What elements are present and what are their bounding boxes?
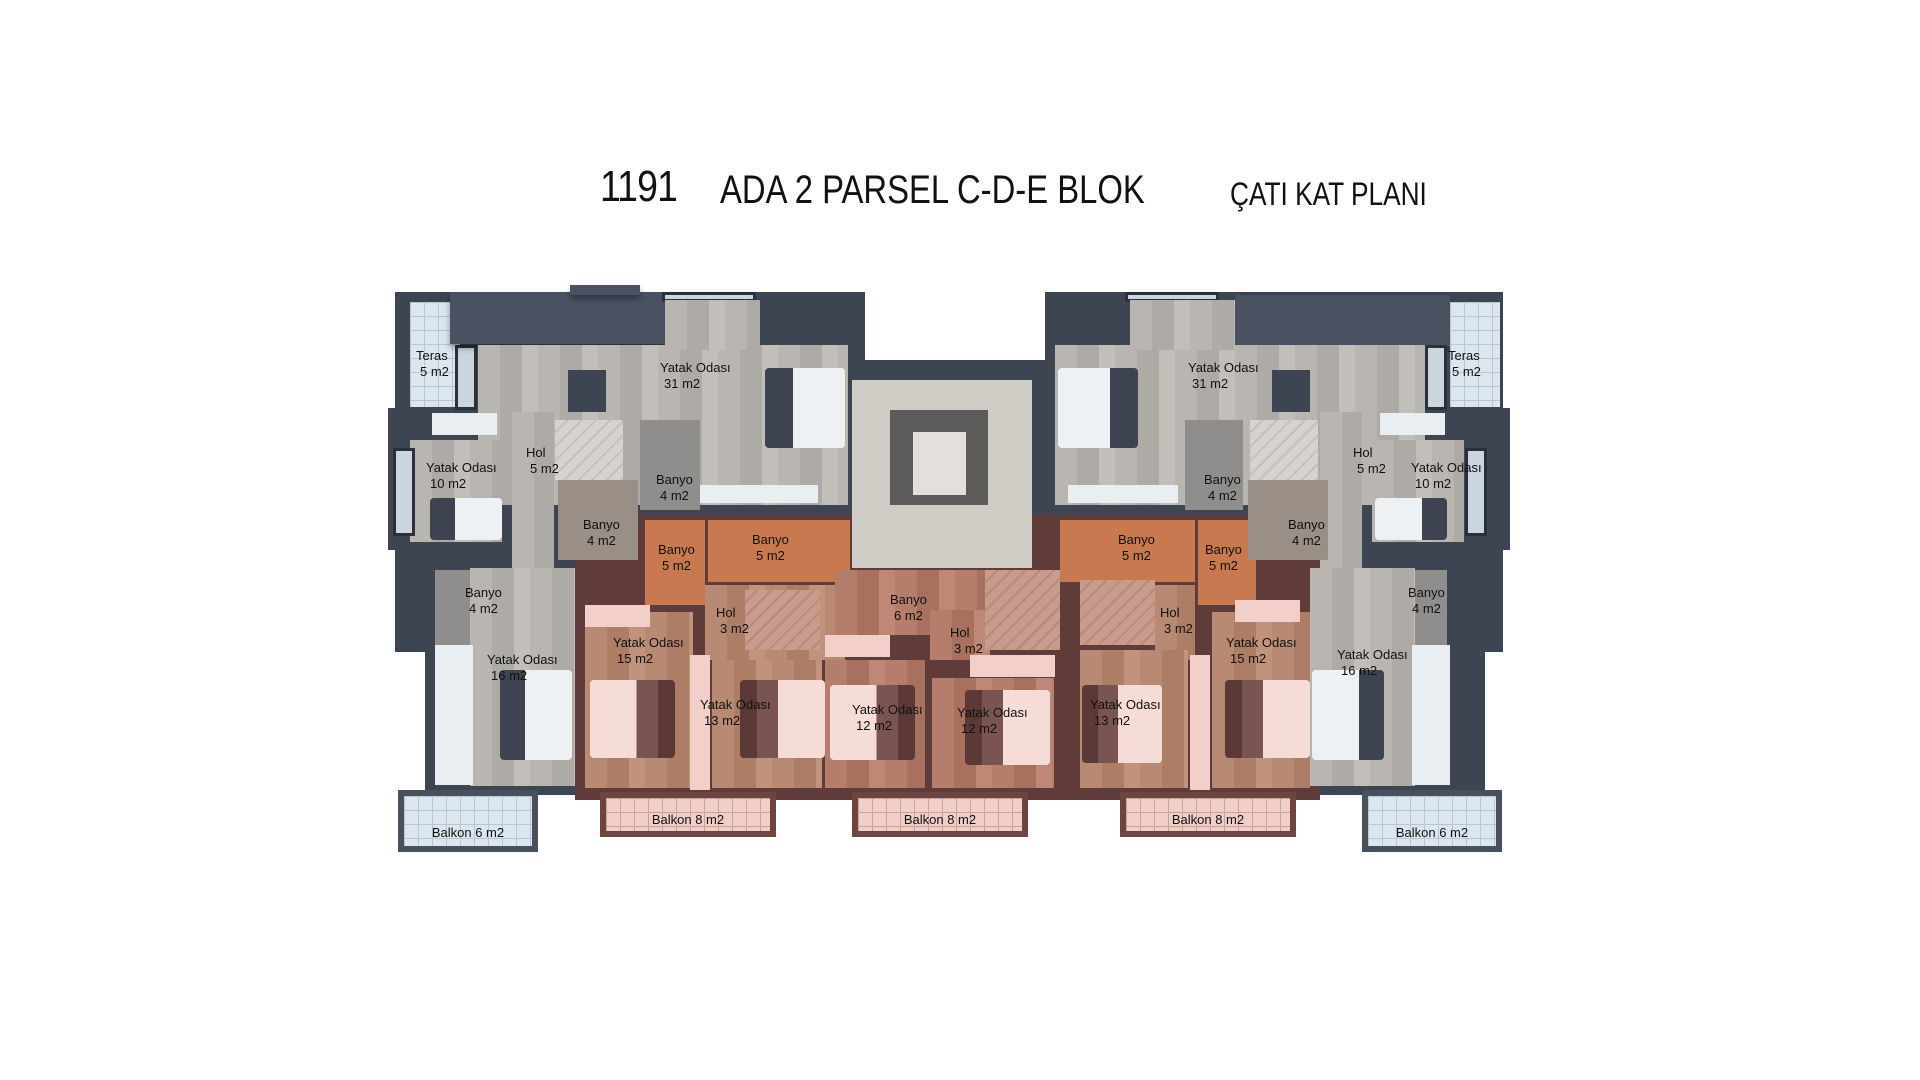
lm-bed15-bed <box>590 680 675 758</box>
lm-banyo-a-floor <box>645 520 705 605</box>
left-bed16-bed <box>500 670 572 760</box>
lm-bed13-bed <box>740 680 825 758</box>
right-roof-block <box>1235 295 1450 347</box>
rm-bed15-bed <box>1225 680 1310 758</box>
left-balkon-6 <box>398 790 538 852</box>
c-wardrobe-a <box>825 635 890 657</box>
left-teras-window <box>455 345 477 410</box>
right-bed10-window <box>1465 448 1487 536</box>
c-wardrobe-b <box>970 655 1055 677</box>
lm-bed15-wardrobe <box>585 605 650 627</box>
left-roof-block-upper <box>570 285 640 295</box>
title-subtitle: ÇATI KAT PLANI <box>1230 176 1427 212</box>
left-master-floor-top <box>665 300 760 350</box>
balcony-label-c-8: Balkon 8 m2 <box>903 812 977 827</box>
c-bed12b-bed <box>965 690 1050 765</box>
right-master-wardrobe <box>1068 485 1178 503</box>
right-stairs <box>1250 420 1318 480</box>
rm-bed13-bed <box>1082 685 1162 763</box>
right-master-bed <box>1058 368 1138 448</box>
c-bed12a-bed <box>830 685 915 760</box>
left-shaft <box>568 370 606 412</box>
left-bed16-wardrobe <box>435 645 473 785</box>
right-bed10-wardrobe <box>1380 413 1445 435</box>
lm-stairs <box>745 590 820 650</box>
lm-balkon-8 <box>600 792 776 837</box>
right-bed16-bed <box>1312 670 1384 760</box>
rm-bed15-wardrobe <box>1235 600 1300 622</box>
right-bed16-wardrobe <box>1412 645 1450 785</box>
left-bed10-window <box>393 448 415 536</box>
rm-balkon-8 <box>1120 792 1296 837</box>
right-teras-tiles <box>1450 302 1500 407</box>
balcony-label-right-6: Balkon 6 m2 <box>1395 825 1469 840</box>
c-stairs <box>985 570 1060 650</box>
left-bed10-wardrobe <box>432 413 497 435</box>
right-bed10-bed <box>1375 498 1447 540</box>
left-master-bed <box>765 368 845 448</box>
c-balkon-8 <box>852 792 1028 837</box>
right-shaft <box>1272 370 1310 412</box>
rm-banyo-a-floor <box>1060 520 1195 582</box>
lm-bed13-wardrobe <box>690 655 710 790</box>
balcony-label-rm-8: Balkon 8 m2 <box>1171 812 1245 827</box>
left-bed10-bed <box>430 498 502 540</box>
left-banyo-b-floor <box>558 480 638 560</box>
left-banyo-a-floor <box>640 420 700 510</box>
left-stairs <box>555 420 623 480</box>
rm-banyo-b-floor <box>1198 520 1256 605</box>
left-roof-block <box>450 292 665 344</box>
center-elevator-shaft <box>913 432 966 495</box>
title-parcel-number: 1191 <box>600 162 678 211</box>
lm-banyo-b-floor <box>708 520 850 582</box>
right-banyo-b-floor <box>1248 480 1328 560</box>
c-hol-floor <box>930 610 990 660</box>
right-teras-window <box>1425 345 1447 410</box>
rm-hol-floor <box>1155 585 1195 660</box>
left-teras-tiles <box>410 302 460 407</box>
left-master-wardrobe <box>700 485 818 503</box>
left-hol-floor <box>512 412 554 577</box>
rm-bed13-wardrobe <box>1190 655 1210 790</box>
rm-stairs <box>1080 580 1155 645</box>
title-main: ADA 2 PARSEL C-D-E BLOK <box>720 168 1145 212</box>
balcony-label-lm-8: Balkon 8 m2 <box>651 812 725 827</box>
right-balkon-6 <box>1362 790 1502 852</box>
plan-title: 1191 ADA 2 PARSEL C-D-E BLOK ÇATI KAT PL… <box>0 160 1920 220</box>
right-master-floor-top <box>1130 300 1235 350</box>
balcony-label-left-6: Balkon 6 m2 <box>431 825 505 840</box>
right-banyo-a-floor <box>1185 420 1243 510</box>
